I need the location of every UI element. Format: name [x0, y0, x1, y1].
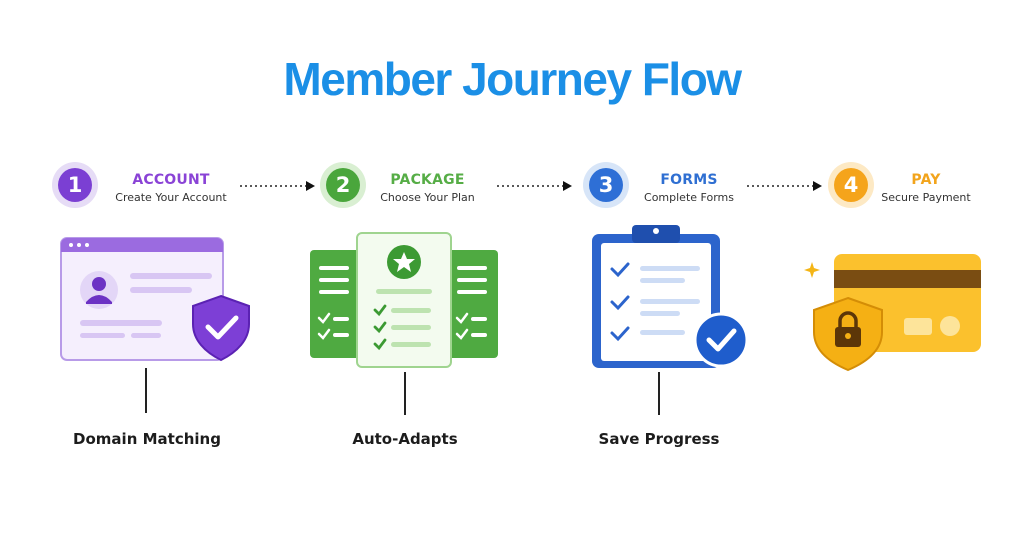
arrow-step3-to-step4	[747, 181, 822, 191]
step-1-badge: 1	[52, 162, 98, 208]
connector-save-progress	[658, 372, 660, 415]
arrow-step1-to-step2	[240, 181, 315, 191]
step-2-number: 2	[326, 168, 360, 202]
feature-save-progress: Save Progress	[598, 430, 720, 448]
clipboard-checklist-icon	[592, 225, 749, 368]
step-package: 2 PACKAGE Choose Your Plan	[320, 162, 490, 210]
step-account: 1 ACCOUNT Create Your Account	[52, 162, 242, 210]
package-plans-star-icon	[310, 232, 498, 368]
credit-card-lock-icon	[804, 254, 981, 372]
connector-domain-matching	[145, 368, 147, 413]
step-4-title: PAY	[911, 172, 941, 188]
feature-auto-adapts: Auto-Adapts	[352, 430, 458, 448]
step-3-badge: 3	[583, 162, 629, 208]
step-3-subtitle: Complete Forms	[644, 191, 734, 204]
step-4-number: 4	[834, 168, 868, 202]
feature-domain-matching: Domain Matching	[73, 430, 221, 448]
account-card-shield-icon	[60, 237, 250, 362]
arrow-step2-to-step3	[497, 181, 572, 191]
step-2-title: PACKAGE	[390, 172, 465, 188]
connector-auto-adapts	[404, 372, 406, 415]
step-3-title: FORMS	[660, 172, 718, 188]
step-4-badge: 4	[828, 162, 874, 208]
step-3-number: 3	[589, 168, 623, 202]
step-4-subtitle: Secure Payment	[881, 191, 971, 204]
step-pay: 4 PAY Secure Payment	[828, 162, 978, 210]
step-forms: 3 FORMS Complete Forms	[583, 162, 748, 210]
page-title: Member Journey Flow	[283, 53, 742, 105]
step-2-subtitle: Choose Your Plan	[380, 191, 475, 204]
step-1-subtitle: Create Your Account	[115, 191, 227, 204]
step-1-title: ACCOUNT	[132, 172, 210, 188]
step-2-badge: 2	[320, 162, 366, 208]
step-1-number: 1	[58, 168, 92, 202]
